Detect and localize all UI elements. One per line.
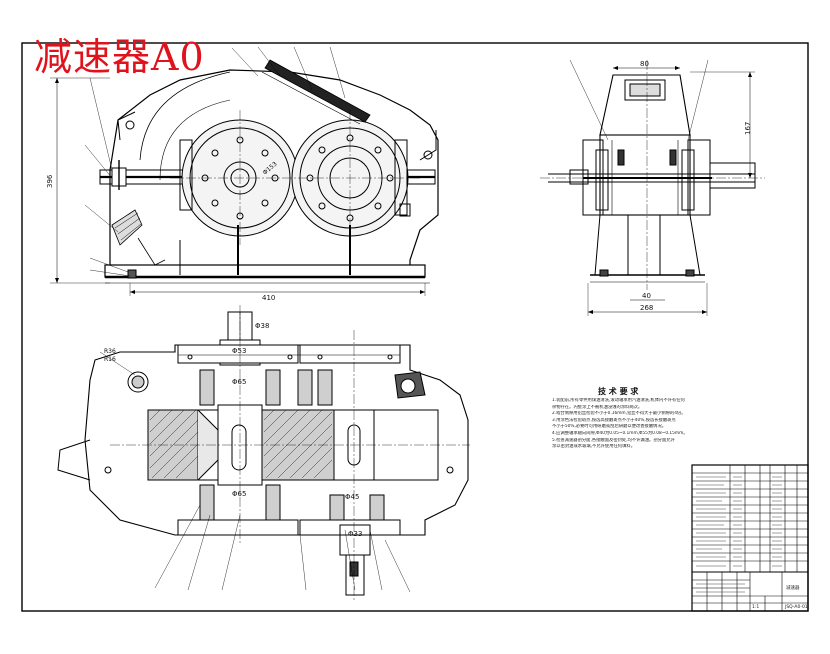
dim-shaft-2: Φ65	[232, 378, 247, 386]
dim-top-height: 396	[46, 174, 54, 188]
dim-shaft-1: Φ53	[232, 347, 247, 355]
dim-corner-r2: R16	[104, 356, 116, 363]
tech-note-line: 2.啮合侧隙用铅丝检验不小于0.16mm,铅丝不得大于最小侧隙的4倍。	[552, 411, 686, 417]
tech-requirements-heading: 技 术 要 求	[598, 387, 639, 396]
dim-side-base-total: 268	[640, 304, 654, 312]
dim-side-base-inner: 40	[642, 292, 651, 300]
dim-side-top-width: 80	[640, 60, 649, 68]
dim-corner-r1: R36	[104, 348, 116, 355]
title-block-drawing-name: 减速器	[786, 586, 800, 591]
tech-note-line: 涂以密封油或水玻璃,不允许使用任何填料。	[552, 444, 636, 450]
dim-top-width: 410	[262, 294, 276, 302]
tech-note-line: 杂物存在。内壁涂上不被机油浸蚀的涂料两次。	[552, 404, 643, 410]
tech-note-line: 5.检查减速器剖分面,各接触面及密封处,均不许漏油。剖分面允许	[552, 437, 675, 443]
dim-shaft-5: Φ33	[348, 530, 363, 538]
parts-list	[691, 464, 809, 612]
tech-requirements-notes: 1.装配前,所有零件用煤油清洗,滚动轴承用汽油清洗,机体内不许有任何 杂物存在。…	[552, 398, 690, 451]
tech-note-line: 1.装配前,所有零件用煤油清洗,滚动轴承用汽油清洗,机体内不许有任何	[552, 398, 685, 403]
dim-shaft-4: Φ45	[345, 493, 360, 501]
front-view-centerlines	[170, 110, 420, 245]
front-view	[50, 46, 439, 296]
tech-note-line: 3.用涂色法检验斑点,按齿高接触斑点不小于40%,按齿长接触斑点	[552, 417, 676, 423]
title-block-drawing-number: JSQ-A0-01	[785, 605, 808, 610]
tech-note-line: 4.应调整轴承轴向间隙,Φ40为0.05~0.1mm,Φ55为0.08~0.15…	[552, 430, 688, 436]
plan-view	[57, 311, 469, 596]
title-block-scale: 1:1	[752, 605, 760, 610]
side-view	[548, 59, 756, 316]
plan-view-centerlines	[110, 305, 470, 600]
dim-shaft-3: Φ65	[232, 490, 247, 498]
side-view-centerlines	[540, 60, 765, 290]
dim-shaft-top: Φ38	[255, 322, 270, 330]
drawing-title: 减速器A0	[34, 35, 205, 79]
tech-note-line: 不小于50%,必要时可用研磨或刮后研磨以便改善接触情况。	[552, 424, 667, 430]
outer-border	[21, 42, 809, 612]
dim-side-height: 167	[744, 121, 752, 135]
